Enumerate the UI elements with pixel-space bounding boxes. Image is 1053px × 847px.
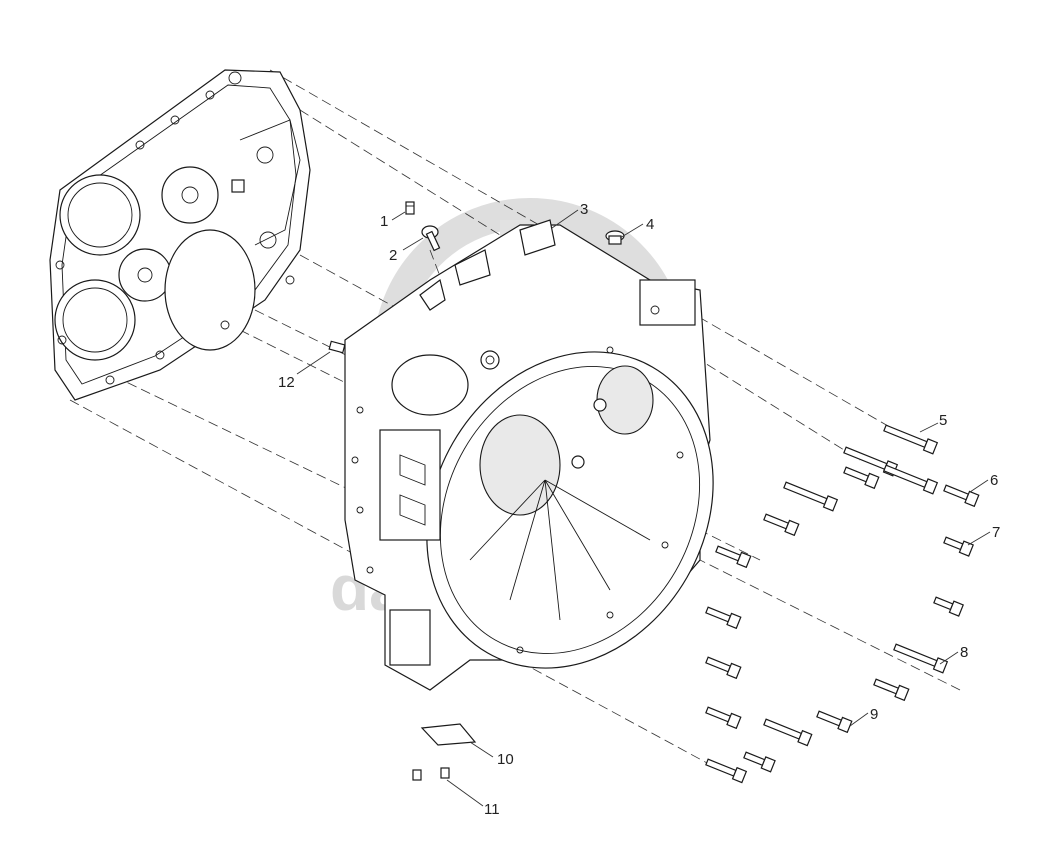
callout-4: 4	[646, 216, 654, 233]
callout-9: 9	[870, 706, 878, 723]
bolt	[763, 513, 800, 537]
callout-8: 8	[960, 644, 968, 661]
screws-part-11	[412, 767, 450, 781]
bolt	[873, 678, 910, 702]
callout-2: 2	[389, 247, 397, 264]
bolt	[843, 466, 880, 490]
small-parts	[328, 201, 625, 781]
callout-1: 1	[380, 213, 388, 230]
sensor-part-2	[421, 225, 441, 252]
callout-7: 7	[992, 524, 1000, 541]
bolt	[933, 596, 964, 617]
bolt	[743, 751, 776, 773]
bolt	[783, 481, 839, 512]
callout-12: 12	[278, 374, 295, 391]
plug-part-4	[605, 230, 625, 245]
bolt	[883, 464, 939, 495]
bolt	[705, 606, 742, 630]
leader-lines	[296, 209, 991, 807]
callout-11: 11	[484, 801, 500, 818]
plate-part-10	[420, 723, 477, 746]
pin-part-12	[328, 340, 346, 354]
bolts	[705, 424, 980, 784]
bolt	[715, 545, 752, 569]
callout-5: 5	[939, 412, 947, 429]
bolt	[705, 758, 748, 784]
bolt	[705, 706, 742, 730]
callout-labels: 1 2 3 4 5 6 7 8 9 10 11 12	[278, 201, 1000, 818]
flywheel-housing	[344, 219, 714, 691]
callout-3: 3	[580, 201, 588, 218]
bolt	[883, 424, 939, 455]
bolt	[893, 643, 949, 674]
bolt	[943, 536, 974, 557]
bolt	[763, 718, 813, 747]
screw-part-1	[405, 201, 415, 215]
bolt	[816, 710, 853, 734]
bolt	[705, 656, 742, 680]
timing-cover	[49, 69, 311, 401]
bolt	[943, 484, 980, 508]
callout-10: 10	[497, 751, 514, 768]
callout-6: 6	[990, 472, 998, 489]
